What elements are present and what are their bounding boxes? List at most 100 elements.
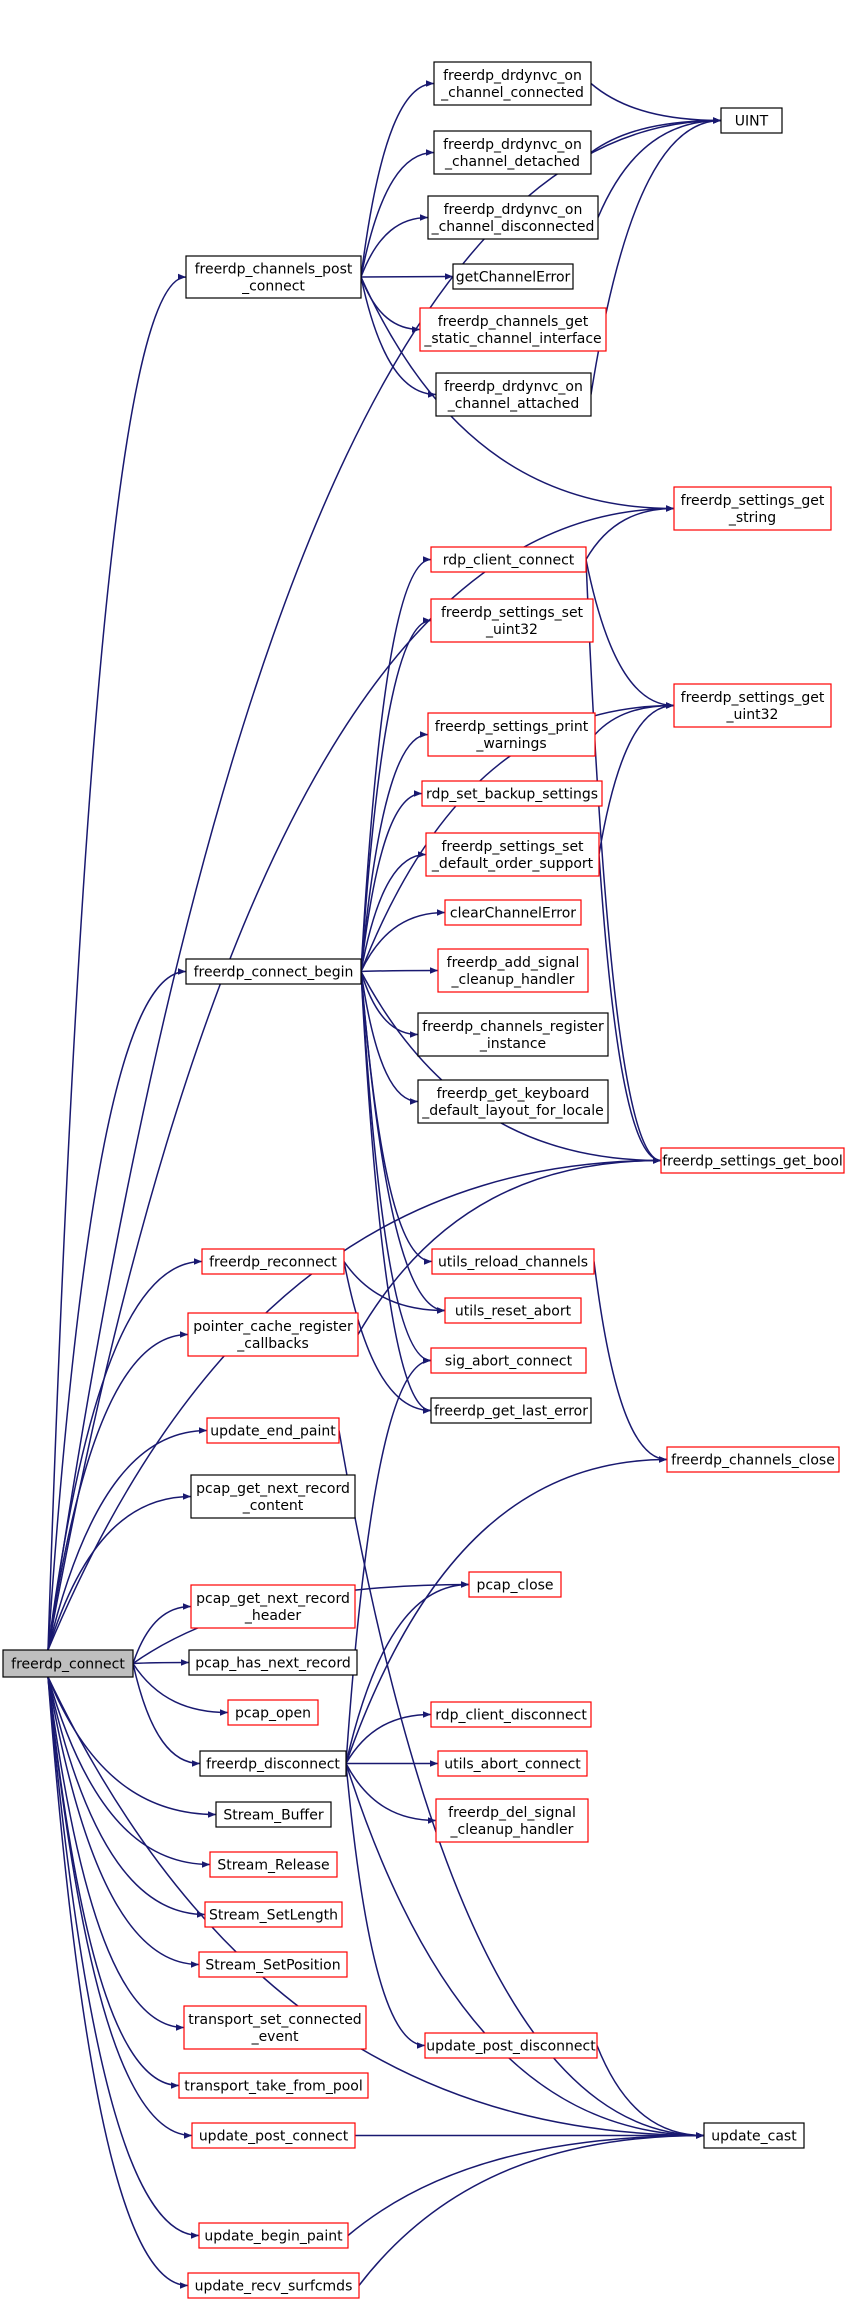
node-update_post_disconnect[interactable]: update_post_disconnect: [424, 2032, 598, 2059]
node-box[interactable]: [430, 1397, 592, 1424]
node-box[interactable]: [424, 2032, 598, 2059]
node-update_end_paint[interactable]: update_end_paint: [206, 1417, 340, 1444]
node-pcap_get_next_record_header[interactable]: pcap_get_next_record_header: [190, 1584, 356, 1629]
node-freerdp_drdynvc_on_channel_detached[interactable]: freerdp_drdynvc_on_channel_detached: [433, 130, 592, 175]
node-utils_reset_abort[interactable]: utils_reset_abort: [444, 1297, 582, 1324]
node-update_begin_paint[interactable]: update_begin_paint: [198, 2222, 349, 2249]
node-freerdp_settings_print_warnings[interactable]: freerdp_settings_print_warnings: [427, 712, 596, 757]
node-box[interactable]: [433, 61, 592, 106]
node-sig_abort_connect[interactable]: sig_abort_connect: [430, 1347, 587, 1374]
node-box[interactable]: [468, 1571, 562, 1598]
node-utils_reload_channels[interactable]: utils_reload_channels: [431, 1248, 595, 1275]
node-rdp_set_backup_settings[interactable]: rdp_set_backup_settings: [421, 780, 603, 807]
node-box[interactable]: [419, 307, 607, 352]
node-box[interactable]: [185, 255, 362, 299]
node-freerdp_del_signal_cleanup_handler[interactable]: freerdp_del_signal_cleanup_handler: [435, 1798, 589, 1843]
node-box[interactable]: [198, 1951, 348, 1978]
node-box[interactable]: [199, 1750, 347, 1777]
node-box[interactable]: [188, 1649, 358, 1676]
node-box[interactable]: [437, 1750, 588, 1777]
node-freerdp_channels_get_static_channel_interface[interactable]: freerdp_channels_get_static_channel_inte…: [419, 307, 607, 352]
node-box[interactable]: [187, 2272, 360, 2299]
node-box[interactable]: [2, 1649, 134, 1678]
node-box[interactable]: [417, 1079, 609, 1124]
node-box[interactable]: [444, 899, 582, 926]
node-box[interactable]: [227, 1699, 319, 1726]
node-transport_set_connected_event[interactable]: transport_set_connected_event: [183, 2005, 367, 2050]
node-rdp_client_disconnect[interactable]: rdp_client_disconnect: [430, 1701, 592, 1728]
node-box[interactable]: [666, 1446, 840, 1473]
node-box[interactable]: [183, 2005, 367, 2050]
node-freerdp_channels_close[interactable]: freerdp_channels_close: [666, 1446, 840, 1473]
node-freerdp_add_signal_cleanup_handler[interactable]: freerdp_add_signal_cleanup_handler: [437, 948, 589, 993]
node-update_cast[interactable]: update_cast: [703, 2122, 805, 2149]
node-freerdp_channels_post_connect[interactable]: freerdp_channels_post_connect: [185, 255, 362, 299]
node-box[interactable]: [720, 107, 783, 134]
node-freerdp_settings_set_default_order_support[interactable]: freerdp_settings_set_default_order_suppo…: [425, 832, 600, 877]
node-box[interactable]: [190, 1584, 356, 1629]
node-freerdp_connect_begin[interactable]: freerdp_connect_begin: [185, 958, 362, 985]
node-box[interactable]: [430, 546, 587, 573]
node-box[interactable]: [209, 1851, 338, 1878]
node-freerdp_get_keyboard_default_layout_for_locale[interactable]: freerdp_get_keyboard_default_layout_for_…: [417, 1079, 609, 1124]
node-UINT[interactable]: UINT: [720, 107, 783, 134]
node-Stream_Buffer[interactable]: Stream_Buffer: [215, 1801, 332, 1828]
node-box[interactable]: [204, 1901, 343, 1928]
node-box[interactable]: [435, 372, 592, 417]
node-transport_take_from_pool[interactable]: transport_take_from_pool: [178, 2072, 369, 2099]
node-box[interactable]: [215, 1801, 332, 1828]
node-box[interactable]: [185, 958, 362, 985]
node-box[interactable]: [430, 598, 594, 643]
node-freerdp_settings_get_bool[interactable]: freerdp_settings_get_bool: [660, 1147, 845, 1174]
node-box[interactable]: [198, 2222, 349, 2249]
node-box[interactable]: [427, 712, 596, 757]
node-box[interactable]: [444, 1297, 582, 1324]
node-box[interactable]: [433, 130, 592, 175]
node-box[interactable]: [673, 486, 832, 531]
node-pcap_close[interactable]: pcap_close: [468, 1571, 562, 1598]
node-update_post_connect[interactable]: update_post_connect: [191, 2122, 356, 2149]
node-box[interactable]: [431, 1248, 595, 1275]
node-freerdp_connect[interactable]: freerdp_connect: [2, 1649, 134, 1678]
node-update_recv_surfcmds[interactable]: update_recv_surfcmds: [187, 2272, 360, 2299]
node-box[interactable]: [430, 1701, 592, 1728]
node-rdp_client_connect[interactable]: rdp_client_connect: [430, 546, 587, 573]
node-box[interactable]: [421, 780, 603, 807]
node-box[interactable]: [206, 1417, 340, 1444]
node-freerdp_reconnect[interactable]: freerdp_reconnect: [201, 1248, 345, 1275]
node-freerdp_settings_get_uint32[interactable]: freerdp_settings_get_uint32: [673, 683, 832, 728]
node-freerdp_settings_set_uint32[interactable]: freerdp_settings_set_uint32: [430, 598, 594, 643]
node-freerdp_drdynvc_on_channel_attached[interactable]: freerdp_drdynvc_on_channel_attached: [435, 372, 592, 417]
node-pcap_open[interactable]: pcap_open: [227, 1699, 319, 1726]
node-box[interactable]: [660, 1147, 845, 1174]
node-Stream_Release[interactable]: Stream_Release: [209, 1851, 338, 1878]
node-box[interactable]: [201, 1248, 345, 1275]
node-box[interactable]: [673, 683, 832, 728]
node-pcap_has_next_record[interactable]: pcap_has_next_record: [188, 1649, 358, 1676]
node-freerdp_get_last_error[interactable]: freerdp_get_last_error: [430, 1397, 592, 1424]
node-box[interactable]: [425, 832, 600, 877]
node-freerdp_disconnect[interactable]: freerdp_disconnect: [199, 1750, 347, 1777]
node-getChannelError[interactable]: getChannelError: [452, 263, 574, 290]
node-box[interactable]: [435, 1798, 589, 1843]
node-box[interactable]: [417, 1012, 609, 1057]
node-box[interactable]: [452, 263, 574, 290]
node-freerdp_drdynvc_on_channel_connected[interactable]: freerdp_drdynvc_on_channel_connected: [433, 61, 592, 106]
node-utils_abort_connect[interactable]: utils_abort_connect: [437, 1750, 588, 1777]
node-box[interactable]: [427, 195, 599, 240]
node-box[interactable]: [178, 2072, 369, 2099]
node-box[interactable]: [191, 2122, 356, 2149]
node-freerdp_channels_register_instance[interactable]: freerdp_channels_register_instance: [417, 1012, 609, 1057]
node-pcap_get_next_record_content[interactable]: pcap_get_next_record_content: [190, 1474, 356, 1519]
node-Stream_SetPosition[interactable]: Stream_SetPosition: [198, 1951, 348, 1978]
node-Stream_SetLength[interactable]: Stream_SetLength: [204, 1901, 343, 1928]
node-box[interactable]: [437, 948, 589, 993]
node-clearChannelError[interactable]: clearChannelError: [444, 899, 582, 926]
node-freerdp_settings_get_string[interactable]: freerdp_settings_get_string: [673, 486, 832, 531]
node-freerdp_drdynvc_on_channel_disconnected[interactable]: freerdp_drdynvc_on_channel_disconnected: [427, 195, 599, 240]
node-box[interactable]: [190, 1474, 356, 1519]
node-box[interactable]: [187, 1312, 359, 1357]
node-pointer_cache_register_callbacks[interactable]: pointer_cache_register_callbacks: [187, 1312, 359, 1357]
node-box[interactable]: [430, 1347, 587, 1374]
node-box[interactable]: [703, 2122, 805, 2149]
